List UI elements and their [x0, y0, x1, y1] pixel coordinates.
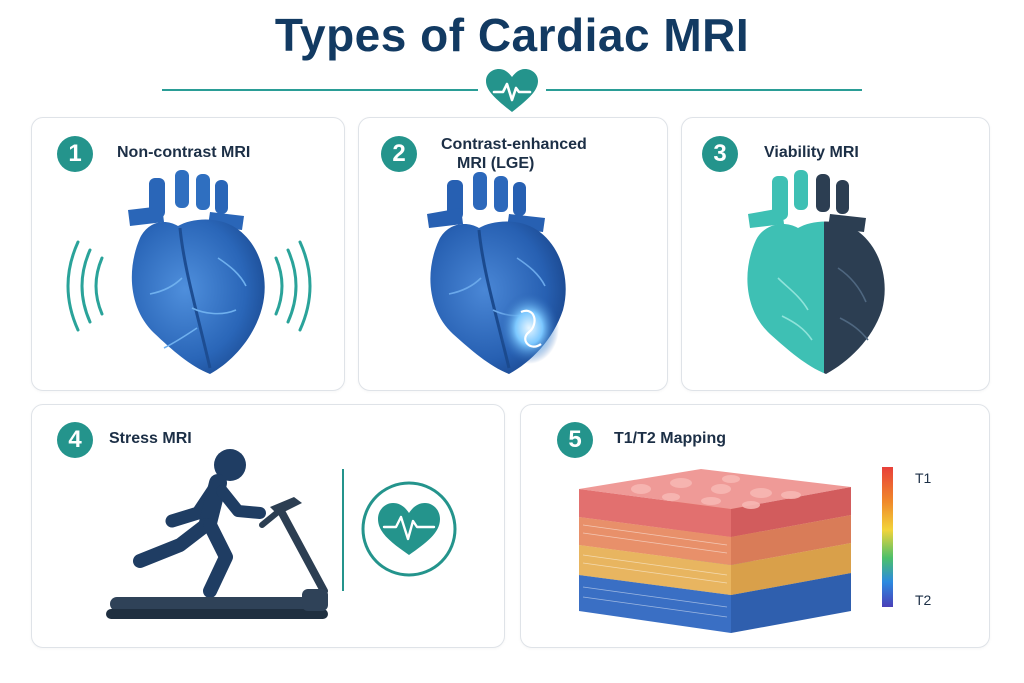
- split-teal-dark-heart-icon: [747, 170, 885, 374]
- treadmill-runner-icon: [106, 449, 457, 619]
- scale-label-top: T1: [915, 470, 932, 486]
- card-title: Viability MRI: [764, 144, 859, 161]
- heart-with-glowing-enhancement-icon: [427, 172, 566, 374]
- title-divider-left: [162, 89, 478, 91]
- card-title: T1/T2 Mapping: [614, 430, 726, 447]
- card-title-line-2: MRI (LGE): [457, 155, 535, 172]
- card-title: Non-contrast MRI: [117, 144, 251, 161]
- card-number-badge: 5: [557, 422, 593, 458]
- card-title: Stress MRI: [109, 430, 192, 447]
- card-viability-mri: 3 Viability MRI: [681, 117, 990, 391]
- heart-with-sound-waves-icon: [66, 170, 312, 374]
- page-title: Types of Cardiac MRI: [274, 9, 750, 61]
- heart-pulse-icon: [486, 69, 538, 112]
- card-number-badge: 2: [381, 136, 417, 172]
- card-number-badge: 4: [57, 422, 93, 458]
- card-number-badge: 1: [57, 136, 93, 172]
- card-t1-t2-mapping: 5 T1/T2 Mapping: [520, 404, 990, 648]
- scale-label-bottom: T2: [915, 592, 932, 608]
- card-stress-mri: 4 Stress MRI: [31, 404, 505, 648]
- card-contrast-enhanced-mri: 2 Contrast-enhanced MRI (LGE): [358, 117, 668, 391]
- title-divider-right: [546, 89, 862, 91]
- card-non-contrast-mri: 1 Non-contrast MRI: [31, 117, 345, 391]
- tissue-layers-icon: [579, 467, 893, 633]
- card-title-line-1: Contrast-enhanced: [441, 136, 587, 153]
- card-number-badge: 3: [702, 136, 738, 172]
